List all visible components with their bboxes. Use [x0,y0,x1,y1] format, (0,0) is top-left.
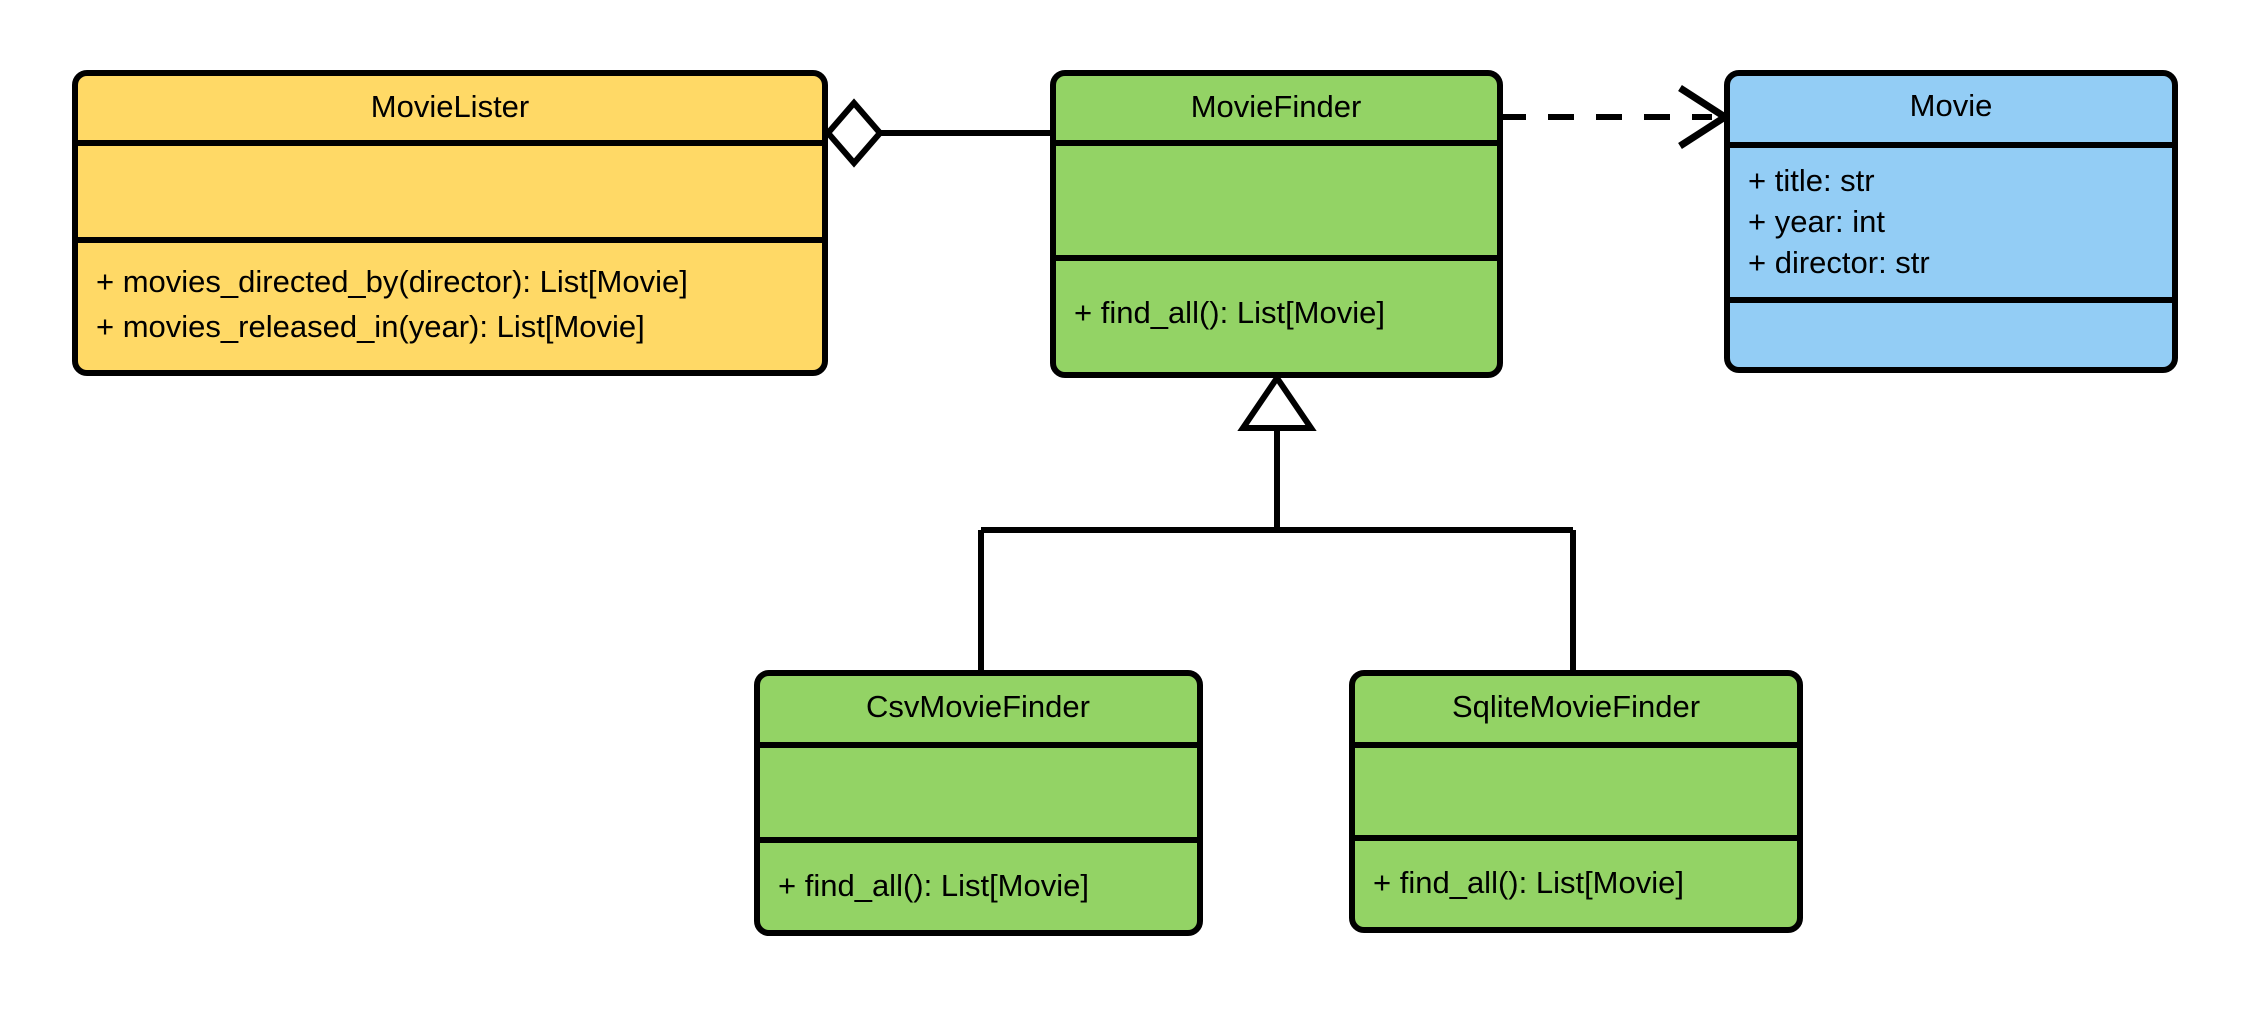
movie-lister-frame [72,70,828,376]
movie-finder-method-1: + find_all(): List[Movie] [1074,295,1385,330]
class-box-movie-finder[interactable]: MovieFinder + find_all(): List[Movie] [1050,70,1503,378]
relationship-aggregation-lister-finder[interactable] [824,98,1053,168]
movie-lister-title: MovieLister [371,89,530,124]
class-box-sqlite-movie-finder[interactable]: SqliteMovieFinder + find_all(): List[Mov… [1349,670,1803,933]
class-box-movie[interactable]: Movie + title: str + year: int + directo… [1724,70,2178,373]
hollow-diamond-icon [824,98,884,168]
movie-title: Movie [1910,88,1993,123]
movie-lister-method-1: + movies_directed_by(director): List[Mov… [96,264,688,299]
relationship-dependency-finder-movie[interactable] [1500,85,1732,149]
movie-attribute-1: + title: str [1748,163,1875,198]
class-box-csv-movie-finder[interactable]: CsvMovieFinder + find_all(): List[Movie] [754,670,1203,936]
movie-attribute-2: + year: int [1748,204,1885,239]
movie-lister-method-2: + movies_released_in(year): List[Movie] [96,309,645,344]
movie-attribute-3: + director: str [1748,245,1930,280]
movie-finder-frame [1050,70,1503,378]
csv-movie-finder-title: CsvMovieFinder [866,689,1090,724]
csv-movie-finder-method-1: + find_all(): List[Movie] [778,868,1089,903]
sqlite-movie-finder-frame [1349,670,1803,933]
relationship-generalization-tree[interactable] [978,372,1576,673]
sqlite-movie-finder-method-1: + find_all(): List[Movie] [1373,865,1684,900]
sqlite-movie-finder-title: SqliteMovieFinder [1452,689,1700,724]
hollow-triangle-icon [1237,372,1317,431]
movie-finder-title: MovieFinder [1191,89,1362,124]
csv-movie-finder-frame [754,670,1203,936]
class-box-movie-lister[interactable]: MovieLister + movies_directed_by(directo… [72,70,828,376]
